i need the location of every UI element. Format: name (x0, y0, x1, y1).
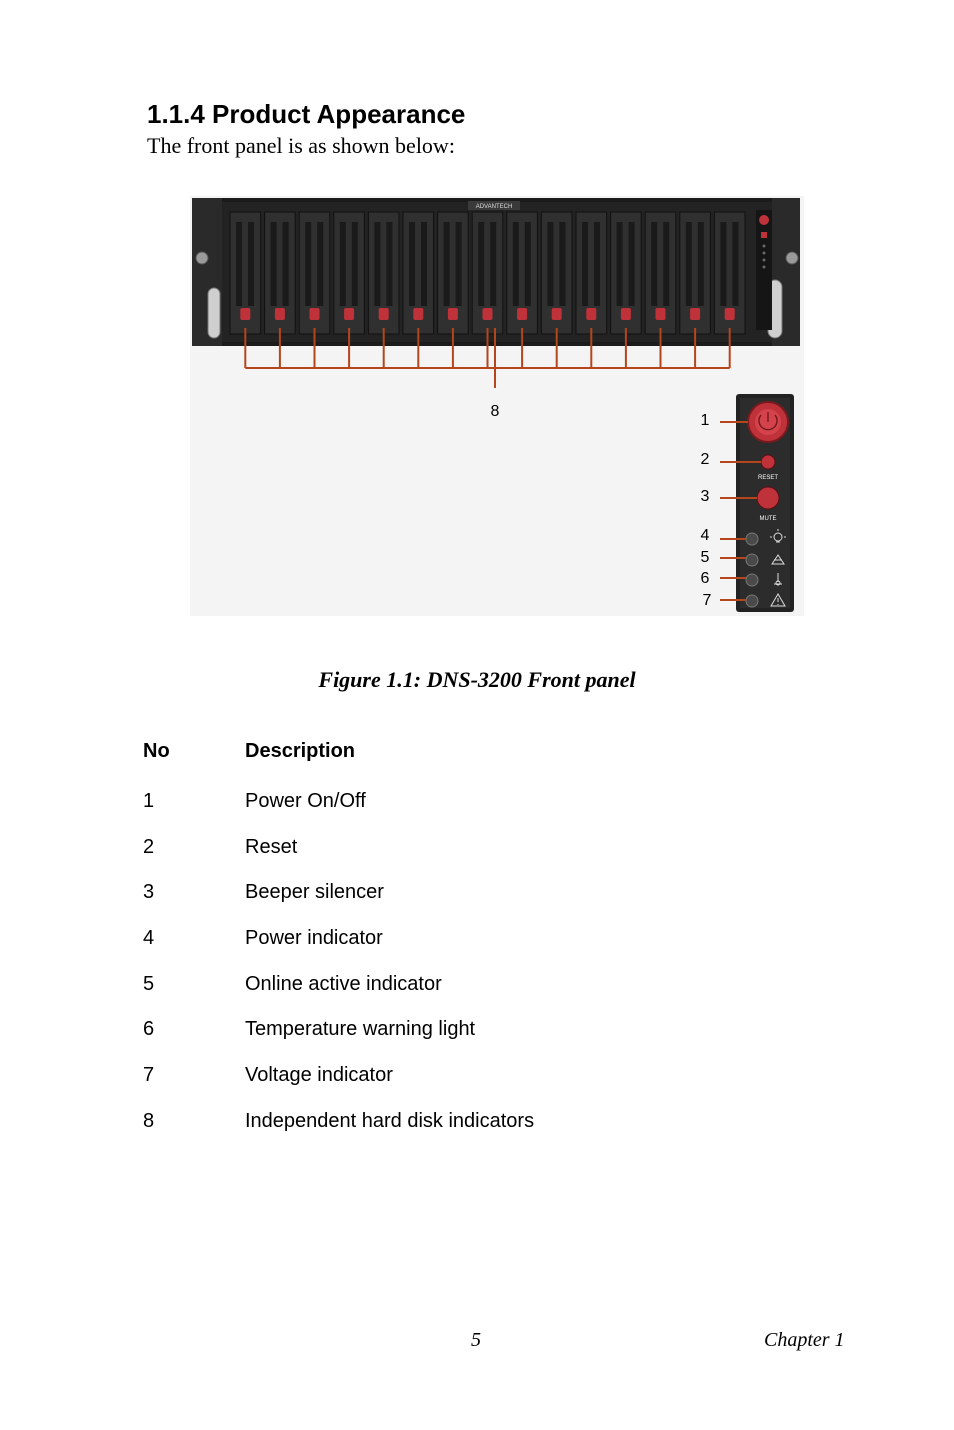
drive-bay (575, 211, 608, 335)
drive-lever-icon (620, 308, 631, 320)
chapter-label: Chapter 1 (764, 1329, 845, 1351)
drive-lever-icon (690, 308, 701, 320)
drive-bay (437, 211, 469, 335)
drive-bay (367, 211, 400, 335)
drive-bay (264, 211, 296, 335)
row-description: Reset (245, 836, 298, 858)
drive-lever-icon (586, 308, 597, 320)
reset-label: RESET (758, 475, 778, 481)
row-number: 7 (143, 1064, 155, 1086)
drive-lever-icon (378, 308, 389, 320)
reset-button-icon (760, 454, 776, 470)
drive-bay (298, 211, 331, 335)
network-symbol-icon (771, 554, 785, 565)
thermometer-symbol-icon (774, 573, 782, 586)
row-description: Beeper silencer (245, 881, 384, 903)
row-number: 4 (143, 927, 155, 949)
mute-label: MUTE (760, 516, 777, 522)
panel-callout-label: 4 (701, 527, 710, 544)
rack-screw-left-icon (195, 251, 209, 265)
row-description: Temperature warning light (245, 1018, 476, 1040)
panel-callout-label: 7 (703, 592, 712, 609)
handle-left (207, 287, 221, 339)
row-number: 5 (143, 973, 155, 995)
front-panel-figure: ADVANTECH 8 RESET MUTE (190, 196, 804, 616)
drive-lever-icon (447, 308, 458, 320)
drive-lever-icon (309, 308, 320, 320)
drive-bay (540, 211, 573, 335)
drive-bay (229, 211, 262, 335)
row-number: 1 (143, 790, 155, 812)
drive-lever-icon (482, 308, 493, 320)
page-number: 5 (471, 1329, 481, 1351)
drive-bay (506, 211, 538, 335)
panel-callout-label: 6 (701, 570, 710, 587)
header-description: Description (245, 740, 356, 762)
table-row: 7 Voltage indicator (0, 1064, 954, 1094)
table-row: 2 Reset (0, 836, 954, 866)
drive-bay (713, 211, 746, 335)
drive-lever-icon (240, 308, 251, 320)
panel-callout-label: 3 (701, 488, 710, 505)
drive-bay (679, 211, 711, 335)
drive-lever-icon (551, 308, 562, 320)
row-description: Online active indicator (245, 973, 442, 995)
row-number: 6 (143, 1018, 155, 1040)
drive-bay (610, 211, 642, 335)
drive-lever-icon (655, 308, 666, 320)
row-description: Power indicator (245, 927, 383, 949)
panel-callout-label: 2 (701, 451, 710, 468)
drive-bay (333, 211, 365, 335)
drive-lever-icon (517, 308, 528, 320)
mute-button-icon (756, 486, 780, 510)
intro-text: The front panel is as shown below: (147, 133, 455, 158)
table-row: 1 Power On/Off (0, 790, 954, 820)
callout-8-label: 8 (491, 403, 500, 420)
row-description: Power On/Off (245, 790, 366, 812)
panel-callout-label: 5 (701, 549, 710, 566)
panel-callout-label: 1 (701, 412, 710, 429)
drive-bay (644, 211, 677, 335)
drive-lever-icon (344, 308, 355, 320)
table-row: 6 Temperature warning light (0, 1018, 954, 1048)
drive-bay (471, 211, 504, 335)
drive-bay (402, 211, 435, 335)
drive-lever-icon (413, 308, 424, 320)
rack-screw-right-icon (785, 251, 799, 265)
table-row: 4 Power indicator (0, 927, 954, 957)
voltage-led-icon (745, 594, 759, 608)
online-led-icon (745, 553, 759, 567)
table-row: 3 Beeper silencer (0, 881, 954, 911)
section-heading: 1.1.4 Product Appearance (147, 99, 466, 129)
mini-power-icon (759, 215, 769, 225)
row-description: Voltage indicator (245, 1064, 393, 1086)
row-description: Independent hard disk indicators (245, 1110, 535, 1132)
table-row: 5 Online active indicator (0, 973, 954, 1003)
row-number: 2 (143, 836, 155, 858)
table-row: 8 Independent hard disk indicators (0, 1110, 954, 1140)
row-number: 8 (143, 1110, 155, 1132)
power-led-icon (745, 532, 759, 546)
bulb-symbol-icon (770, 529, 786, 543)
control-panel-zoom: RESET MUTE (736, 394, 794, 612)
header-no: No (143, 740, 170, 762)
row-number: 3 (143, 881, 155, 903)
drive-lever-icon (724, 308, 735, 320)
drive-lever-icon (274, 308, 285, 320)
temperature-led-icon (745, 573, 759, 587)
figure-caption: Figure 1.1: DNS-3200 Front panel (318, 667, 636, 692)
brand-label: ADVANTECH (476, 204, 513, 210)
warning-symbol-icon (770, 593, 786, 607)
